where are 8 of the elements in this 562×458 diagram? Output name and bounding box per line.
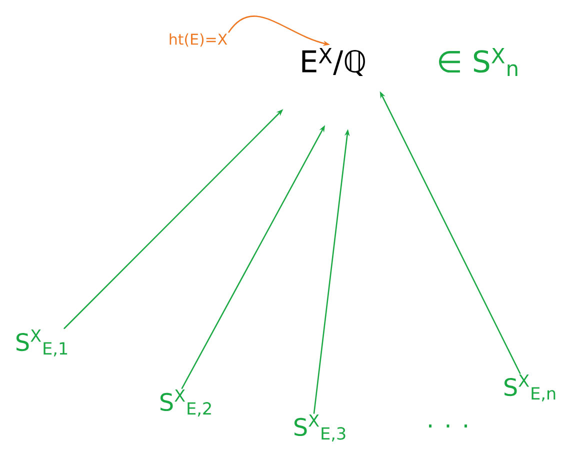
ellipsis-text: . . .	[429, 424, 467, 428]
condition-text: ht(E)=X	[170, 33, 228, 47]
set-text: S$^{X}$E,3	[294, 414, 346, 442]
membership-text: ∈ S$^{X}$n	[439, 48, 518, 76]
expression-text: E$^{X}$/ℚ	[302, 48, 365, 76]
set-text: S$^{X}$E,2	[160, 389, 211, 416]
set-text: S$^{X}$E,1	[16, 330, 68, 356]
set-text: S$^{X}$E,n	[504, 374, 556, 402]
